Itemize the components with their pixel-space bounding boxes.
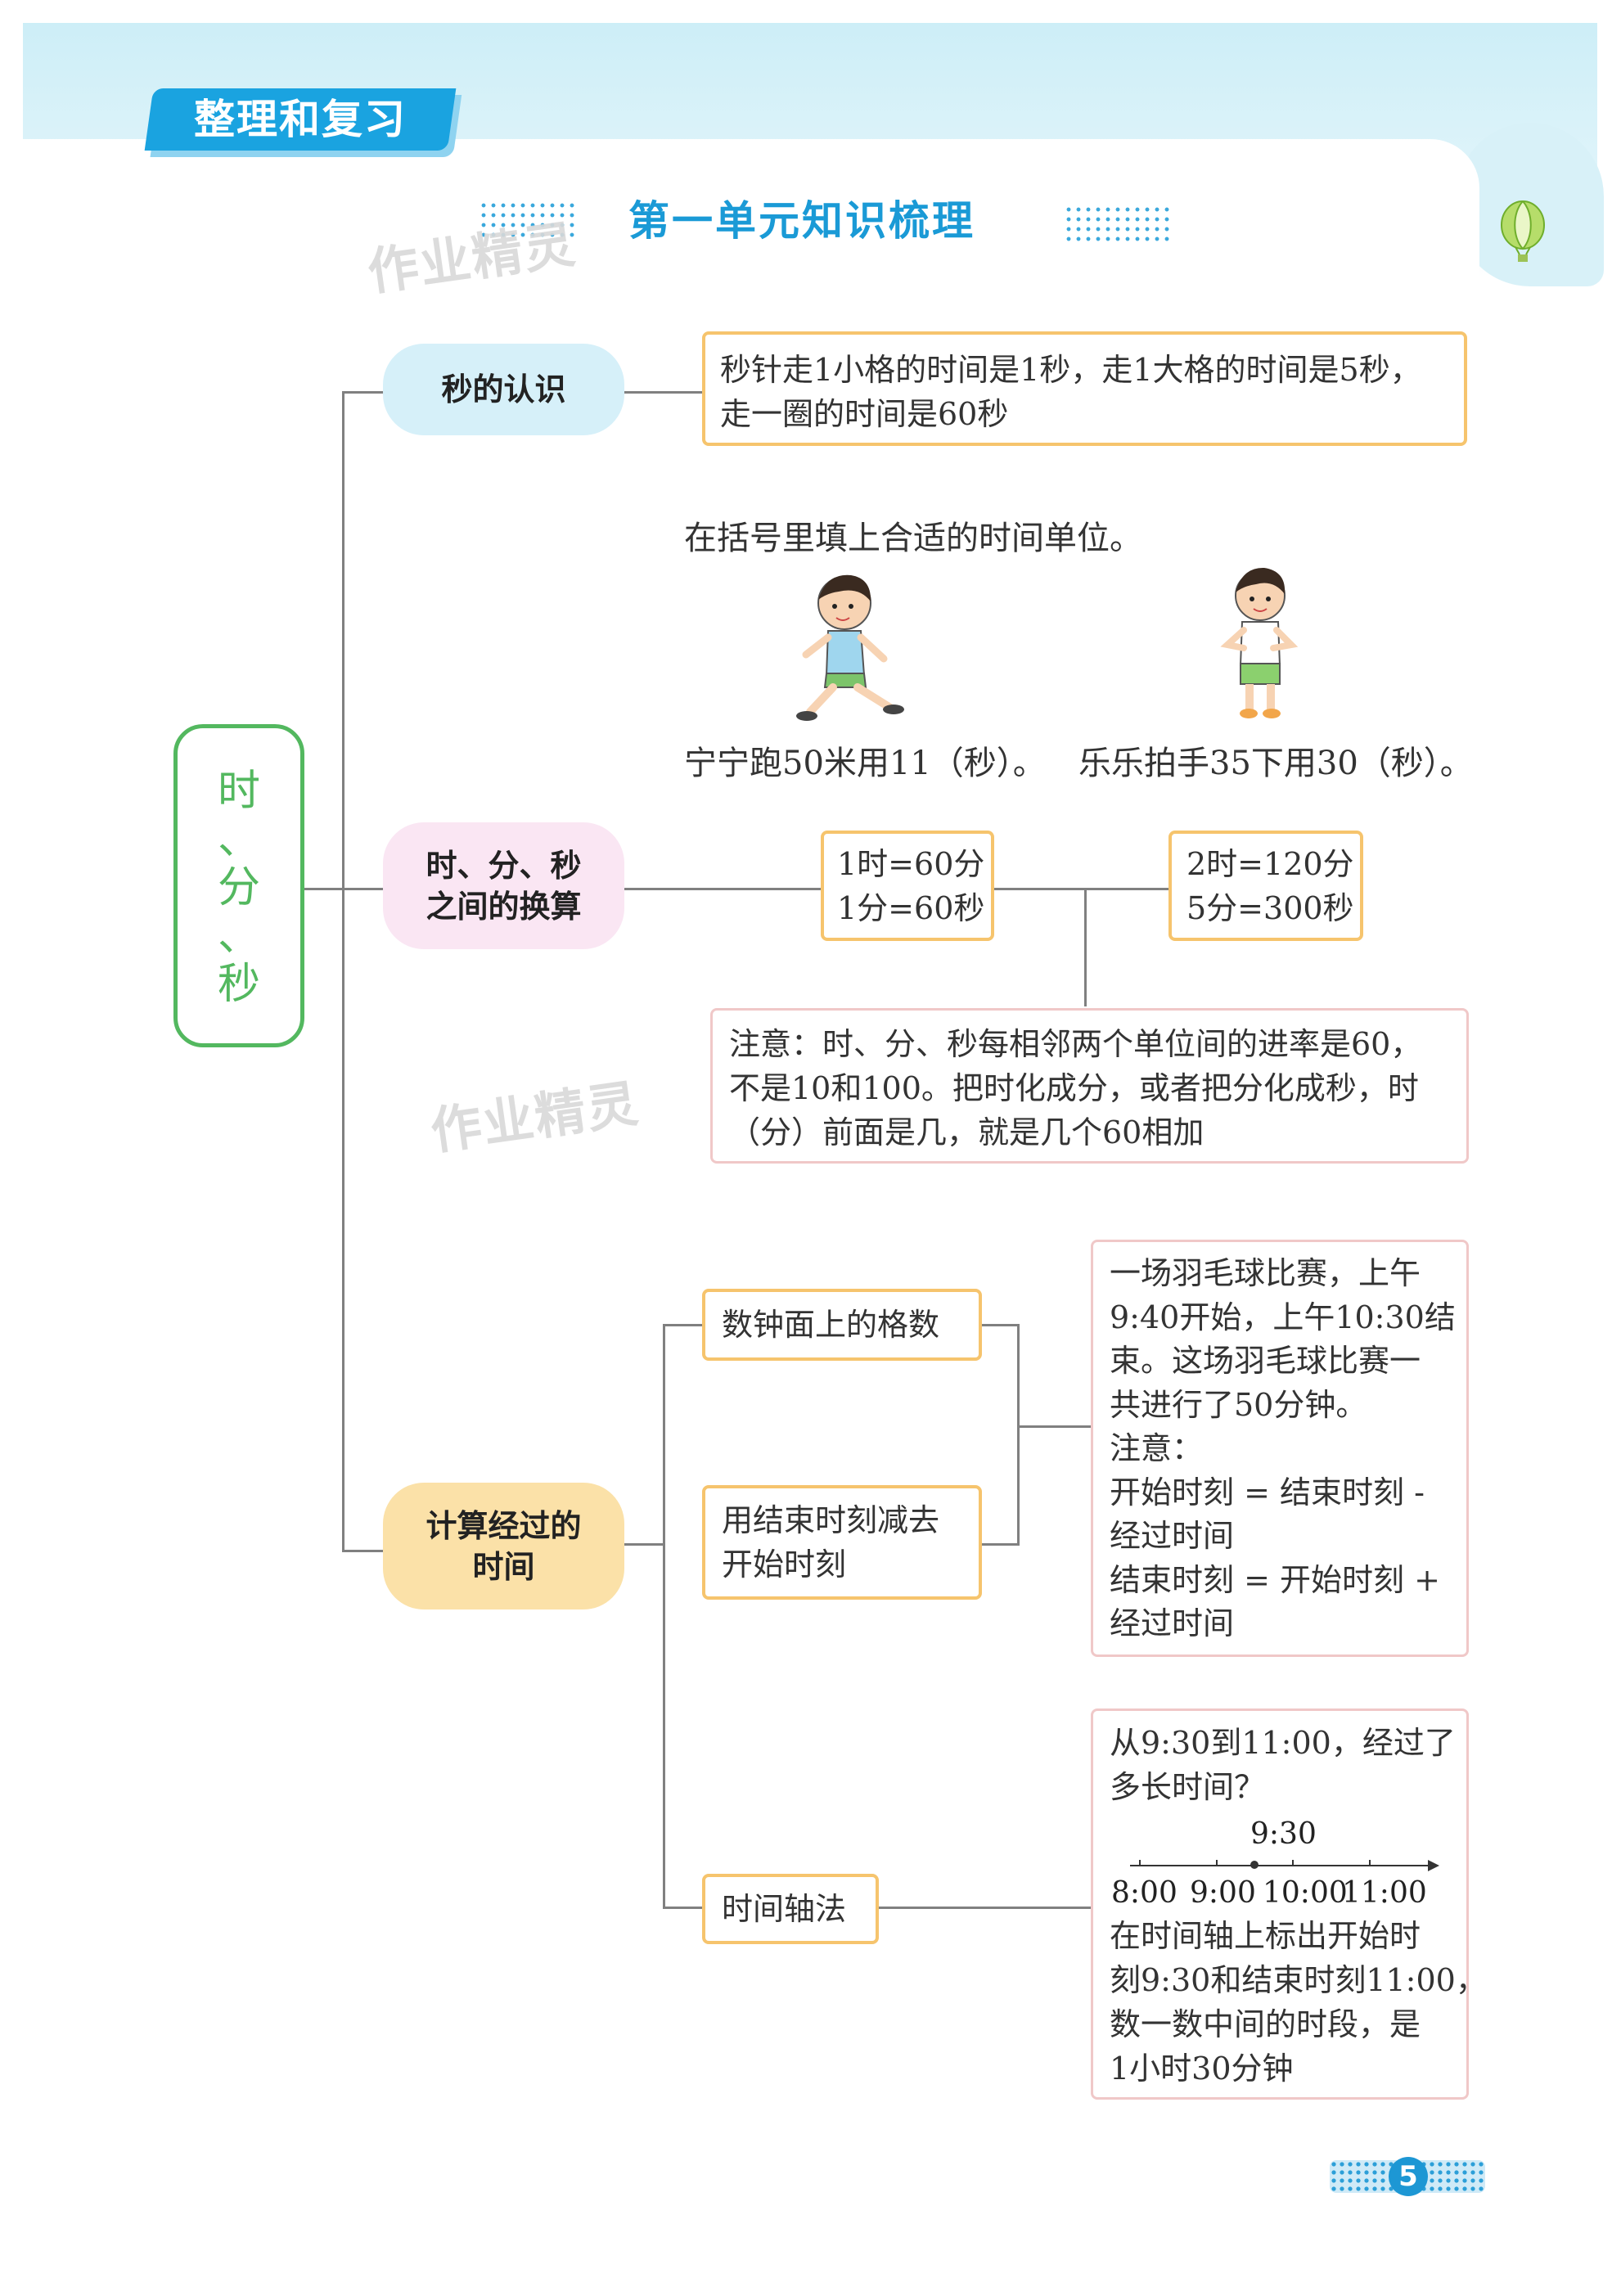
branch1-fact-box: 秒针走1小格的时间是1秒，走1大格的时间是5秒， 走一圈的时间是60秒 <box>702 331 1467 446</box>
timeline-tick <box>1139 1860 1141 1866</box>
title-dots-right <box>1064 205 1174 245</box>
branch2-label-line: 时、分、秒 <box>426 847 582 884</box>
method2-right-connector <box>982 1543 1019 1546</box>
section-tag: 整理和复习 <box>194 96 407 143</box>
root-char: 时 <box>217 767 260 816</box>
fact-line: 秒针走1小格的时间是1秒，走1大格的时间是5秒， <box>720 352 1421 388</box>
method1-connector <box>663 1324 704 1326</box>
branch2-box2-connector <box>992 888 1170 890</box>
branch3-connector <box>342 1550 385 1552</box>
timeline-explanation-line: 1小时30分钟 <box>1110 2051 1294 2087</box>
timeline-explanation-line: 数一数中间的时段，是 <box>1110 2006 1421 2042</box>
page-number: 5 <box>1389 2157 1428 2196</box>
exercise-prompt: 在括号里填上合适的时间单位。 <box>684 520 1142 557</box>
timeline-explanation-line: 在时间轴上标出开始时 <box>1110 1918 1421 1954</box>
root-connector <box>301 888 344 890</box>
conversion-line: 5分=300秒 <box>1186 890 1354 926</box>
method2-line: 开始时刻 <box>722 1546 847 1582</box>
balloon-icon <box>1501 200 1545 262</box>
running-boy-illustration <box>796 574 904 721</box>
branch1-node: 秒的认识 <box>383 344 624 435</box>
timeline-tick <box>1216 1860 1218 1866</box>
note-line: 注意：时、分、秒每相邻两个单位间的进率是60， <box>729 1026 1422 1062</box>
example-line: 经过时间 <box>1110 1518 1235 1554</box>
timeline-marker-label: 9:30 <box>1250 1817 1317 1851</box>
branch1-label: 秒的认识 <box>441 371 566 407</box>
branch2-box2: 2时=120分 5分=300秒 <box>1168 831 1363 941</box>
branch2-box1-connector <box>622 888 822 890</box>
note-line: （分）前面是几，就是几个60相加 <box>729 1114 1204 1150</box>
timeline-box-connector <box>877 1907 1092 1909</box>
example-line: 共进行了50分钟。 <box>1110 1386 1367 1423</box>
timeline-marker-dot <box>1250 1861 1259 1869</box>
timeline-box: 从9:30到11:00，经过了 多长时间？ 9:30 8:00 9:00 10:… <box>1091 1708 1487 2100</box>
example-box: 一场羽毛球比赛，上午 9:40开始，上午10:30结 束。这场羽毛球比赛一 共进… <box>1091 1240 1469 1657</box>
timeline-tick <box>1369 1860 1371 1866</box>
timeline-question-line: 多长时间？ <box>1110 1769 1266 1805</box>
timeline-question-line: 从9:30到11:00，经过了 <box>1110 1725 1456 1761</box>
conversion-line: 2时=120分 <box>1186 846 1354 882</box>
example-line: 开始时刻 = 结束时刻 - <box>1110 1474 1425 1510</box>
method3-box: 时间轴法 <box>702 1874 879 1944</box>
example-line: 结束时刻 = 开始时刻 + <box>1110 1561 1440 1598</box>
page-title: 第一单元知识梳理 <box>628 197 975 245</box>
method3-connector <box>663 1907 704 1909</box>
method3-label: 时间轴法 <box>722 1891 847 1927</box>
example-line: 一场羽毛球比赛，上午 <box>1110 1255 1421 1291</box>
example-line: 束。这场羽毛球比赛一 <box>1110 1343 1421 1379</box>
branch2-connector <box>342 888 385 890</box>
clapping-boy-illustration <box>1220 567 1299 718</box>
branch1-fact-connector <box>622 391 704 394</box>
method2-box: 用结束时刻减去 开始时刻 <box>702 1485 982 1600</box>
timeline-tick <box>1292 1860 1294 1866</box>
main-trunk <box>342 391 344 1551</box>
timeline-tick-label: 9:00 <box>1190 1876 1256 1910</box>
fact-line: 走一圈的时间是60秒 <box>720 396 1009 432</box>
example-line: 经过时间 <box>1110 1605 1235 1641</box>
timeline-tick-label: 8:00 <box>1111 1876 1177 1910</box>
root-char: 、 <box>217 912 260 961</box>
root-label: 时 、 分 、 秒 <box>173 761 304 1015</box>
branch3-label-line: 计算经过的 <box>426 1507 582 1544</box>
example-running: 宁宁跑50米用11（秒）。 <box>684 745 1046 782</box>
timeline-tick-label: 11:00 <box>1342 1876 1427 1910</box>
branch2-note-connector <box>1084 888 1087 1006</box>
title-dots-left <box>479 200 577 241</box>
note-line: 不是10和100。把时化成分，或者把分化成秒，时 <box>729 1070 1419 1106</box>
timeline-arrow-icon <box>1428 1860 1439 1871</box>
branch3-methods-connector <box>622 1543 664 1546</box>
timeline-explanation-line: 刻9:30和结束时刻11:00， <box>1110 1962 1487 1998</box>
branch2-note-box: 注意：时、分、秒每相邻两个单位间的进率是60， 不是10和100。把时化成分，或… <box>710 1008 1469 1164</box>
root-char: 、 <box>217 815 260 864</box>
methods-join-line <box>1017 1324 1020 1546</box>
timeline-axis <box>1130 1865 1433 1866</box>
conversion-line: 1分=60秒 <box>837 890 985 926</box>
example-box-connector <box>1017 1425 1092 1428</box>
branch3-method-trunk <box>663 1324 665 1907</box>
branch2-label-line: 之间的换算 <box>426 888 582 925</box>
example-line: 9:40开始，上午10:30结 <box>1110 1299 1456 1335</box>
method1-label: 数钟面上的格数 <box>722 1307 940 1343</box>
branch3-label-line: 时间 <box>472 1548 535 1585</box>
root-node <box>173 724 304 1047</box>
branch3-node: 计算经过的 时间 <box>383 1483 624 1609</box>
branch2-box1: 1时=60分 1分=60秒 <box>821 831 994 941</box>
method2-line: 用结束时刻减去 <box>722 1502 940 1538</box>
root-char: 分 <box>217 863 260 912</box>
example-clapping: 乐乐拍手35下用30（秒）。 <box>1078 745 1473 782</box>
root-char: 秒 <box>217 960 260 1009</box>
method1-right-connector <box>982 1324 1019 1326</box>
example-line: 注意： <box>1110 1430 1204 1466</box>
method1-box: 数钟面上的格数 <box>702 1289 982 1361</box>
conversion-line: 1时=60分 <box>837 846 985 882</box>
branch1-connector <box>342 391 385 394</box>
timeline-tick-label: 10:00 <box>1263 1876 1348 1910</box>
branch2-node: 时、分、秒 之间的换算 <box>383 822 624 949</box>
